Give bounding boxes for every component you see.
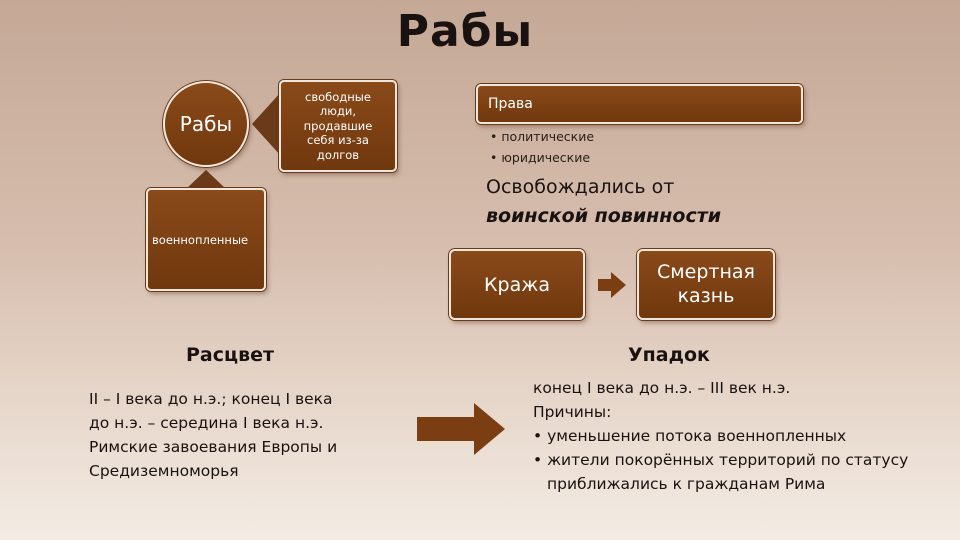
big-arrow [417, 403, 505, 455]
rights-item-text: политические [501, 129, 595, 144]
free-people-box: свободные люди, продавшие себя из-за дол… [279, 80, 397, 172]
page-title: Рабы [396, 6, 534, 57]
decline-reason: • уменьшение потока военнопленных [533, 427, 847, 445]
prisoners-box: военнопленные [146, 188, 266, 291]
connector-to-svobodnye [252, 92, 281, 156]
decline-reason-text: жители покорённых территорий по статусу [547, 451, 909, 469]
decline-reasons-label: Причины: [533, 403, 612, 421]
free-people-line: долгов [316, 147, 360, 162]
rights-header: Права [488, 96, 533, 112]
rights-item: • политические [490, 129, 595, 144]
free-people-line: свободные [305, 90, 371, 105]
flourishing-line: Римские завоевания Европы и [89, 438, 338, 456]
decline-reason: • жители покорённых территорий по статус… [533, 451, 909, 469]
free-people-line: продавшие [303, 118, 373, 133]
theft-box: Кража [449, 249, 585, 320]
slaves-circle-label: Рабы [179, 112, 233, 136]
decline-heading: Упадок [628, 344, 710, 366]
exemption-line1: Освобождались от [486, 176, 675, 198]
rights-box: Права [476, 84, 803, 124]
flourishing-line: до н.э. – середина I века н.э. [89, 414, 324, 432]
free-people-line: себя из-за [307, 133, 369, 148]
theft-label: Кража [484, 273, 550, 296]
decline-period: конец I века до н.э. – III век н.э. [533, 379, 791, 397]
slaves-circle: Рабы [163, 81, 249, 167]
death-penalty-line: казнь [677, 284, 735, 307]
decline-reason-continuation: приближались к гражданам Рима [547, 475, 826, 493]
flourishing-line: II – I века до н.э.; конец I века [89, 390, 333, 408]
flourishing-heading: Расцвет [186, 344, 275, 366]
prisoners-label: военнопленные [152, 232, 249, 247]
death-penalty-line: Смертная [657, 260, 755, 283]
exemption-line2: воинской повинности [486, 205, 722, 227]
rights-item-text: юридические [501, 150, 591, 165]
decline-reason-text: уменьшение потока военнопленных [547, 427, 847, 445]
connector-to-voennoplennye [186, 170, 226, 189]
death-penalty-box: Смертная казнь [637, 249, 775, 320]
rights-item: • юридические [490, 150, 591, 165]
flow-arrow [598, 272, 626, 298]
free-people-line: люди, [319, 104, 357, 119]
flourishing-line: Средиземноморья [89, 462, 239, 480]
